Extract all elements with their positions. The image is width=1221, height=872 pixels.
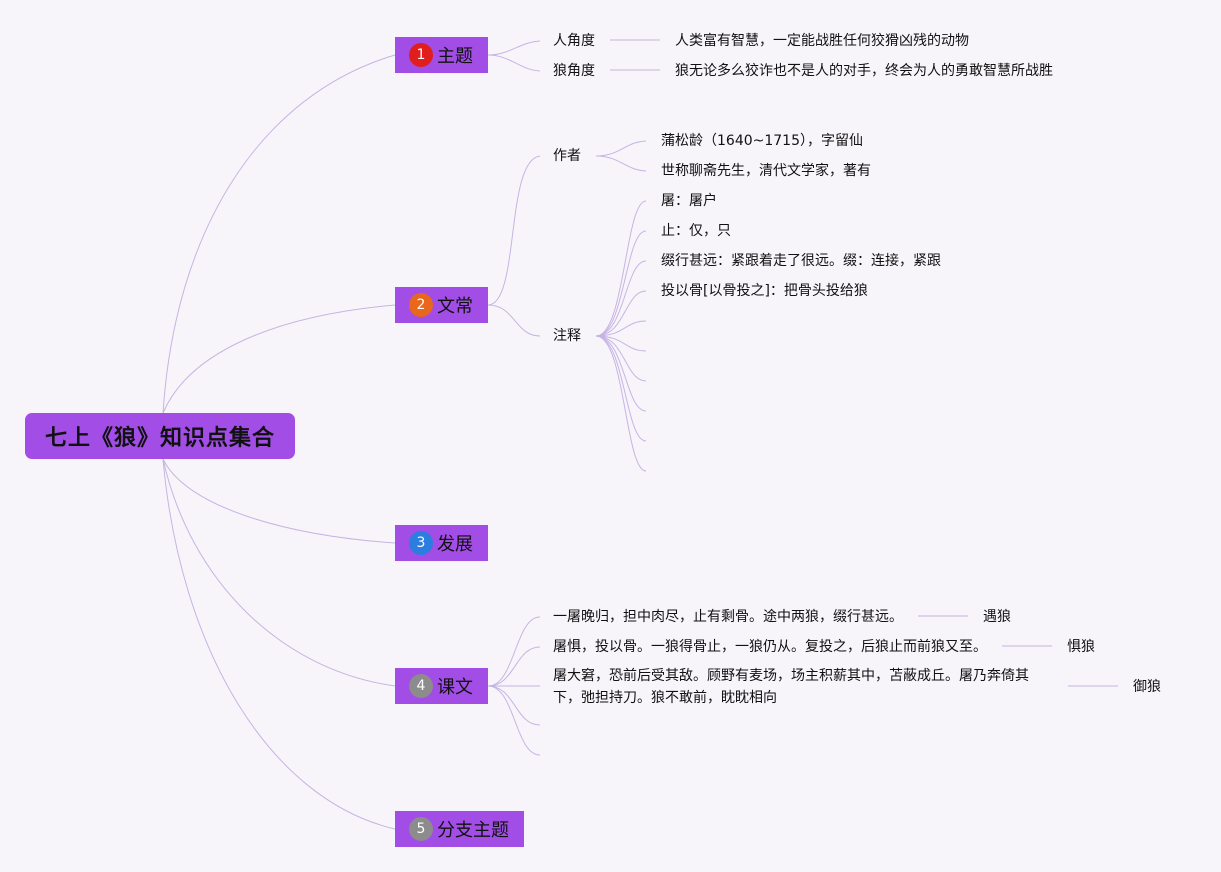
author-node[interactable]: 作者 — [553, 148, 581, 164]
link-notes-6 — [595, 335, 647, 352]
note-item-1[interactable]: 屠：屠户 — [661, 193, 717, 209]
theme-human-node[interactable]: 人角度 — [553, 33, 595, 49]
link-notes-1 — [595, 200, 647, 337]
number-2-icon: 2 — [409, 293, 433, 317]
branch-development[interactable]: 3 发展 — [395, 525, 488, 561]
link-text-1 — [487, 616, 541, 687]
link-notes-4 — [595, 290, 647, 337]
link-notes-10 — [595, 335, 647, 472]
link-notes-5 — [595, 320, 647, 337]
text-tag-3[interactable]: 御狼 — [1133, 679, 1161, 695]
link-text-4 — [487, 685, 541, 726]
branch-subtopic[interactable]: 5 分支主题 — [395, 811, 524, 847]
theme-human-detail[interactable]: 人类富有智慧，一定能战胜任何狡猾凶残的动物 — [675, 33, 969, 49]
link-wenchang-author — [487, 155, 541, 306]
branch-subtopic-label: 分支主题 — [437, 820, 509, 841]
text-passage-3[interactable]: 屠大窘，恐前后受其敌。顾野有麦场，场主积薪其中，苫蔽成丘。屠乃奔倚其下，弛担持刀… — [553, 668, 1029, 706]
link-root-theme — [162, 54, 396, 414]
author-detail-2[interactable]: 世称聊斋先生，清代文学家，著有 — [661, 163, 871, 179]
link-root-branch5 — [162, 458, 396, 830]
text-passage-1[interactable]: 一屠晚归，担中肉尽，止有剩骨。途中两狼，缀行甚远。 — [553, 609, 903, 625]
number-1-icon: 1 — [409, 43, 433, 67]
link-text-2 — [487, 646, 541, 687]
branch-theme[interactable]: 1 主题 — [395, 37, 488, 73]
branch-text-label: 课文 — [437, 677, 473, 698]
branch-theme-label: 主题 — [437, 46, 473, 67]
link-root-text — [162, 458, 396, 687]
note-item-3[interactable]: 缀行甚远：紧跟着走了很远。缀：连接，紧跟 — [661, 253, 941, 269]
link-author-1 — [595, 140, 647, 157]
link-theme-human — [487, 40, 541, 56]
link-notes-7 — [595, 335, 647, 382]
note-item-2[interactable]: 止：仅，只 — [661, 223, 731, 239]
number-5-icon: 5 — [409, 817, 433, 841]
link-root-development — [162, 458, 396, 544]
note-item-4[interactable]: 投以骨[以骨投之]：把骨头投给狼 — [661, 283, 868, 299]
number-4-icon: 4 — [409, 674, 433, 698]
branch-text[interactable]: 4 课文 — [395, 668, 488, 704]
link-author-2 — [595, 155, 647, 172]
theme-wolf-node[interactable]: 狼角度 — [553, 63, 595, 79]
branch-development-label: 发展 — [437, 534, 473, 555]
number-3-icon: 3 — [409, 531, 433, 555]
notes-node[interactable]: 注释 — [553, 328, 581, 344]
text-tag-2[interactable]: 惧狼 — [1067, 639, 1095, 655]
text-passage-2[interactable]: 屠惧，投以骨。一狼得骨止，一狼仍从。复投之，后狼止而前狼又至。 — [553, 639, 987, 655]
link-text-5 — [487, 685, 541, 756]
link-notes-3 — [595, 260, 647, 337]
author-detail-1[interactable]: 蒲松龄（1640~1715），字留仙 — [661, 133, 863, 149]
branch-wenchang[interactable]: 2 文常 — [395, 287, 488, 323]
link-notes-8 — [595, 335, 647, 412]
root-title: 七上《狼》知识点集合 — [44, 426, 275, 451]
link-root-wenchang — [162, 304, 396, 414]
link-wenchang-notes — [487, 304, 541, 337]
theme-wolf-detail[interactable]: 狼无论多么狡诈也不是人的对手，终会为人的勇敢智慧所战胜 — [675, 63, 1053, 79]
root-topic[interactable]: 七上《狼》知识点集合 — [25, 413, 295, 459]
link-theme-wolf — [487, 54, 541, 72]
link-notes-2 — [595, 230, 647, 337]
text-tag-1[interactable]: 遇狼 — [983, 609, 1011, 625]
branch-wenchang-label: 文常 — [437, 296, 473, 317]
